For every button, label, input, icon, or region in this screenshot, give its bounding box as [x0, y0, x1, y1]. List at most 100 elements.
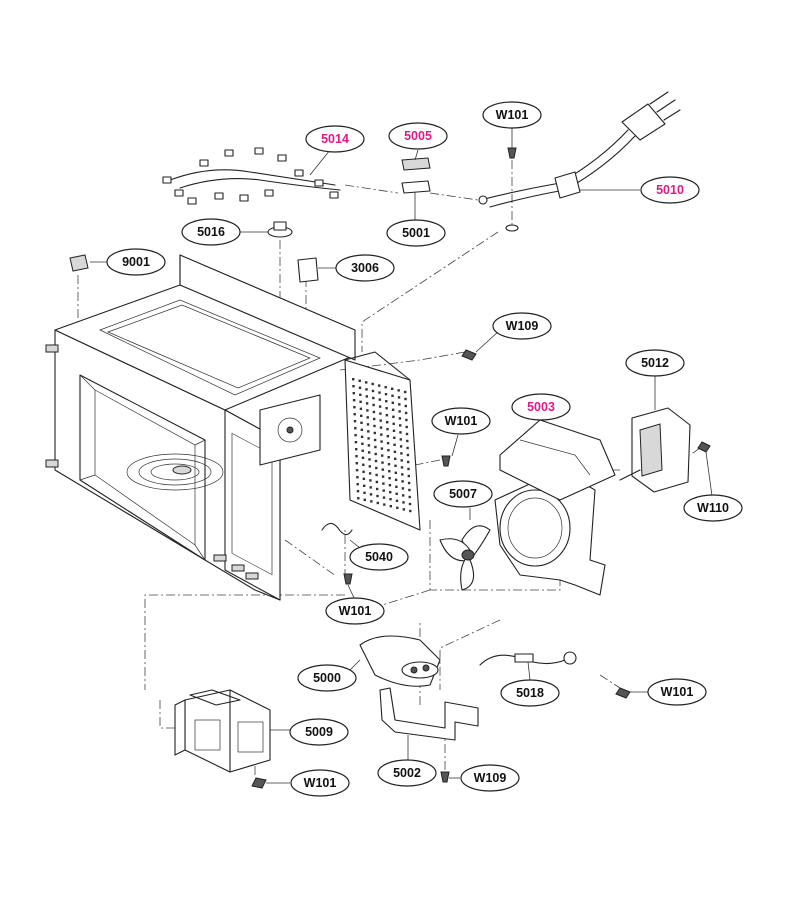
callout-5005: 5005 — [388, 122, 448, 150]
vent-hole — [368, 451, 371, 454]
vent-hole — [401, 487, 405, 490]
high-voltage-transformer — [619, 407, 691, 493]
label-5009: 5009 — [305, 725, 333, 739]
callout-5000: 5000 — [297, 664, 357, 692]
vent-hole — [381, 454, 384, 457]
vent-hole — [355, 469, 359, 472]
vent-hole — [359, 400, 362, 403]
vent-hole — [363, 498, 366, 501]
vent-hole — [380, 447, 384, 450]
label-5040: 5040 — [365, 550, 393, 564]
vent-hole — [375, 480, 379, 484]
vent-hole — [376, 501, 379, 505]
callout-labels: 5014 5005 W101 5010 5001 5016 9001 3006 — [106, 101, 743, 797]
vent-hole — [405, 432, 409, 436]
vent-hole — [362, 463, 365, 466]
callout-5001: 5001 — [386, 219, 446, 247]
vent-hole — [365, 381, 368, 384]
vent-hole — [391, 401, 394, 404]
vent-hole — [352, 392, 355, 395]
vent-hole — [379, 426, 383, 429]
vent-hole — [357, 497, 360, 500]
vent-hole — [391, 387, 394, 390]
vent-hole — [356, 483, 359, 486]
callout-5009: 5009 — [289, 718, 349, 746]
vent-hole — [368, 458, 371, 461]
vent-hole — [361, 442, 364, 445]
vent-hole — [360, 435, 364, 438]
vent-hole — [396, 506, 399, 509]
vent-hole — [389, 491, 392, 494]
vent-hole — [400, 452, 403, 455]
vent-hole — [382, 482, 385, 485]
vent-hole — [407, 474, 410, 478]
vent-hole — [404, 397, 407, 401]
vent-hole — [398, 410, 401, 413]
vent-hole — [369, 479, 372, 482]
vent-hole — [389, 505, 392, 508]
capacitor-bracket — [379, 687, 479, 741]
label-w109-top: W109 — [506, 319, 539, 333]
label-w109-bottom: W109 — [474, 771, 507, 785]
vent-hole — [360, 428, 363, 431]
vent-hole — [402, 501, 405, 504]
label-5005: 5005 — [404, 129, 432, 143]
vent-hole — [354, 427, 357, 430]
vent-hole — [372, 403, 375, 407]
vent-hole — [385, 400, 388, 403]
vent-hole — [392, 415, 395, 418]
vent-hole — [401, 480, 404, 483]
vent-hole — [373, 431, 376, 435]
vent-hole — [366, 423, 370, 426]
vent-hole — [393, 443, 396, 446]
vent-hole — [360, 421, 363, 424]
label-5002: 5002 — [393, 766, 421, 780]
vent-hole — [360, 414, 363, 417]
vent-hole — [391, 408, 395, 411]
vent-hole — [378, 398, 381, 401]
vent-hole — [407, 481, 411, 485]
vent-hole — [358, 379, 361, 382]
label-5016: 5016 — [197, 225, 225, 239]
callout-9001: 9001 — [106, 248, 166, 276]
vent-hole — [372, 410, 376, 414]
vent-hole — [370, 500, 373, 503]
vent-hole — [355, 462, 358, 465]
rear-vent-panel — [344, 351, 421, 531]
vent-hole — [376, 494, 379, 498]
vent-hole — [353, 413, 356, 416]
vent-hole — [404, 404, 407, 408]
vent-hole — [397, 389, 400, 392]
vent-hole — [352, 399, 356, 402]
callout-w109-top: W109 — [492, 312, 552, 340]
vent-hole — [395, 485, 398, 488]
callout-w101-bottom: W101 — [290, 769, 350, 797]
fan-assembly — [439, 525, 491, 591]
callout-5018: 5018 — [500, 679, 560, 707]
label-w101-mid: W101 — [445, 414, 478, 428]
label-3006: 3006 — [351, 261, 379, 275]
label-5018: 5018 — [516, 686, 544, 700]
vent-hole — [359, 393, 362, 396]
vent-hole — [382, 489, 385, 492]
vent-hole — [409, 509, 412, 513]
callout-5014: 5014 — [305, 125, 365, 153]
vent-hole — [352, 378, 355, 381]
vent-hole — [394, 464, 397, 467]
vent-hole — [399, 445, 403, 448]
vent-hole — [388, 470, 391, 473]
vent-hole — [381, 461, 384, 464]
vent-hole — [355, 455, 358, 458]
label-5003: 5003 — [527, 400, 555, 414]
vent-hole — [368, 465, 371, 468]
vent-hole — [399, 424, 402, 427]
vent-hole — [372, 396, 375, 400]
label-w101-low: W101 — [339, 604, 372, 618]
vent-hole — [386, 442, 390, 445]
callout-w101-top: W101 — [482, 101, 542, 129]
vent-hole — [368, 472, 372, 475]
callout-5010: 5010 — [640, 176, 700, 204]
vent-hole — [379, 412, 382, 415]
vent-hole — [371, 382, 374, 386]
